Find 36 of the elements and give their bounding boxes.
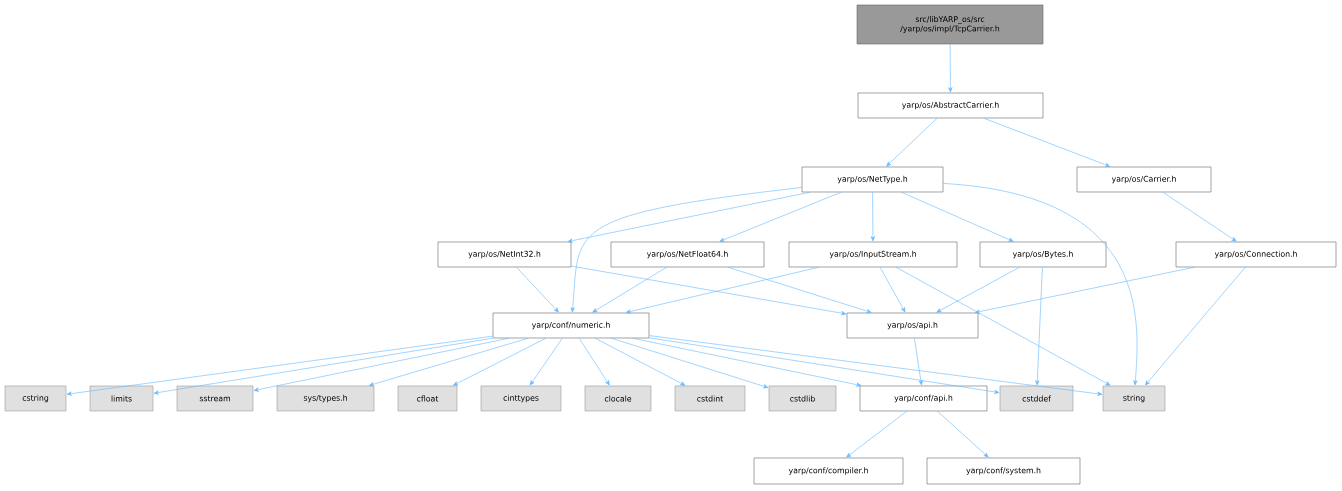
arrow	[1035, 267, 1043, 386]
arrow	[595, 338, 686, 386]
arrow	[578, 338, 610, 386]
arrow	[453, 338, 547, 386]
arrow	[592, 267, 667, 313]
arrow	[983, 118, 1111, 167]
arrow	[886, 118, 938, 167]
arrow	[611, 338, 769, 389]
arrow	[870, 192, 875, 242]
arrow	[914, 338, 923, 386]
arrow	[1162, 192, 1237, 242]
arrow	[936, 267, 1020, 313]
arrow	[632, 338, 862, 387]
arrow	[846, 410, 908, 458]
arrow	[253, 338, 509, 392]
arrow	[901, 192, 1014, 242]
arrow	[153, 337, 493, 395]
arrow	[529, 338, 563, 386]
arrow	[974, 267, 1195, 314]
arrow	[567, 192, 811, 243]
arrow	[895, 267, 1111, 386]
arrow	[571, 265, 847, 316]
arrow	[570, 187, 802, 313]
arrow	[727, 267, 872, 314]
arrow	[948, 44, 953, 93]
arrow	[649, 337, 1000, 395]
arrow	[879, 267, 906, 313]
arrow	[625, 267, 819, 314]
arrow	[943, 183, 1138, 386]
arrow	[516, 267, 559, 313]
arrow	[937, 410, 989, 458]
arrow	[719, 192, 842, 242]
arrow	[369, 338, 529, 387]
arrow	[1145, 267, 1246, 386]
arrow	[66, 335, 493, 396]
arrow	[649, 335, 1103, 396]
